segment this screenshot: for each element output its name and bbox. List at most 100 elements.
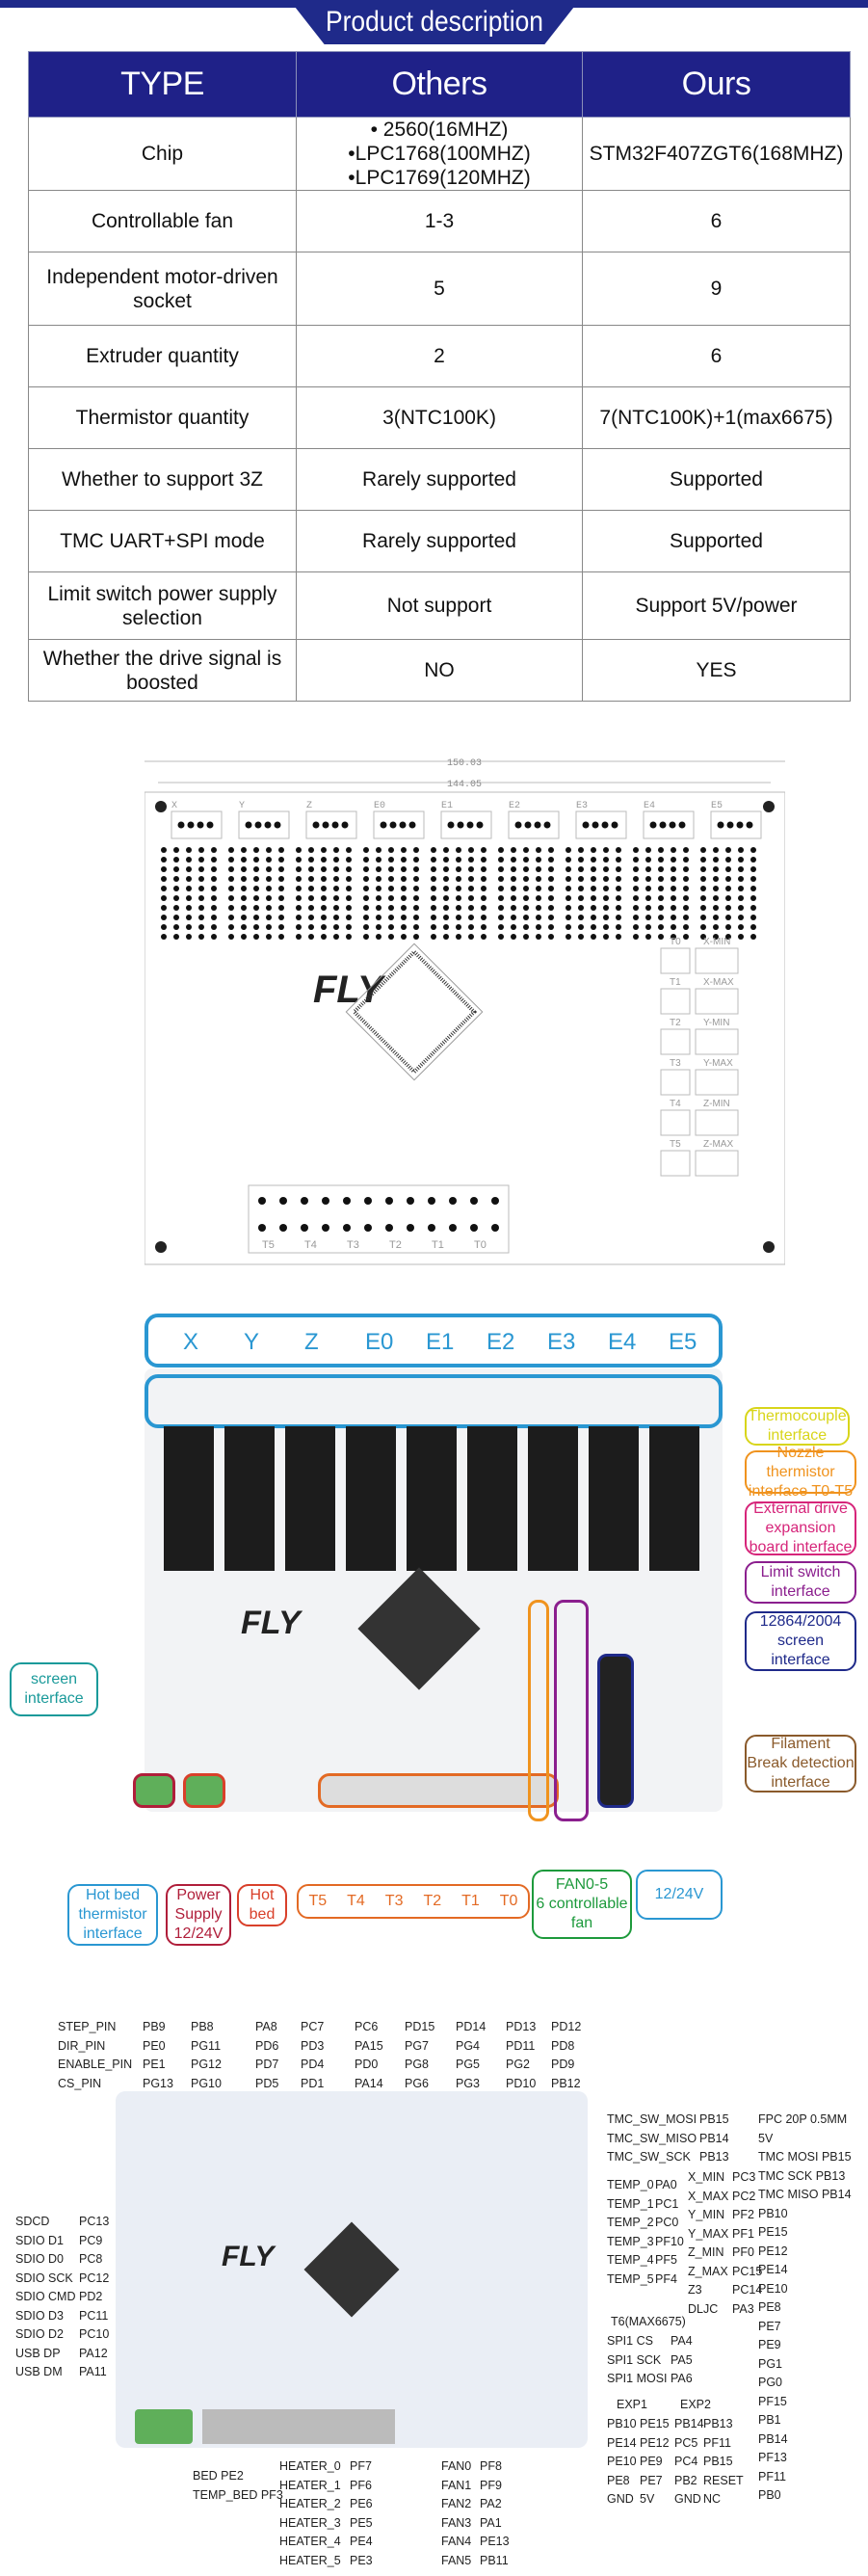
driver-pin xyxy=(603,934,609,940)
driver-pin xyxy=(633,847,639,853)
cell-ours: 9 xyxy=(582,252,851,326)
driver-pin xyxy=(401,934,407,940)
pin-cell: PC12 xyxy=(79,2271,110,2285)
cell-ours: 6 xyxy=(582,325,851,387)
driver-pin xyxy=(401,895,407,901)
heater-pin xyxy=(301,1197,308,1205)
pin-cell: PF5 xyxy=(655,2253,677,2267)
thermistor-label: T0 xyxy=(670,937,681,947)
callout-text: interface xyxy=(767,1427,828,1444)
pin-label: DIR_PIN xyxy=(58,2038,106,2053)
driver-pin xyxy=(228,866,234,872)
driver-pin xyxy=(228,934,234,940)
driver-pin xyxy=(578,915,584,920)
driver-pin xyxy=(346,847,352,853)
driver-pin xyxy=(578,847,584,853)
driver-pin xyxy=(173,857,179,863)
driver-pin xyxy=(413,866,419,872)
driver-pin xyxy=(431,934,436,940)
pin-cell: PD7 xyxy=(255,2058,279,2071)
driver-pin xyxy=(725,924,731,930)
driver-pin xyxy=(645,866,651,872)
driver-pin xyxy=(266,895,272,901)
driver-pin xyxy=(603,857,609,863)
drawing-axis-label: E4 xyxy=(644,801,655,811)
heater-pin xyxy=(428,1224,435,1232)
driver-pin xyxy=(413,905,419,911)
driver-pin xyxy=(278,876,284,882)
driver-pin xyxy=(566,866,571,872)
driver-pin xyxy=(468,895,474,901)
driver-pin xyxy=(333,847,339,853)
driver-pin xyxy=(363,924,369,930)
driver-pin xyxy=(333,886,339,891)
connector-pin xyxy=(669,821,676,829)
driver-pin xyxy=(536,847,541,853)
driver-pin xyxy=(548,876,554,882)
callout-text: Break detection xyxy=(747,1755,855,1771)
driver-pin xyxy=(616,857,621,863)
pin-cell: HEATER_3 xyxy=(279,2515,341,2530)
driver-pin xyxy=(198,924,204,930)
driver-pin xyxy=(603,924,609,930)
pin-cell: FAN5 xyxy=(441,2553,472,2567)
connector-pin xyxy=(245,821,252,829)
driver-pin xyxy=(241,866,247,872)
pin-cell: PC10 xyxy=(79,2327,110,2341)
pin-cell: TMC_SW_MISO xyxy=(607,2131,697,2145)
connector-pin xyxy=(659,821,667,829)
drawing-axis-label: E5 xyxy=(711,801,723,811)
driver-pin xyxy=(253,934,259,940)
driver-pin xyxy=(713,857,719,863)
driver-pin xyxy=(591,934,596,940)
driver-pin xyxy=(683,886,689,891)
driver-pin xyxy=(750,857,756,863)
driver-pin xyxy=(308,886,314,891)
driver-pin xyxy=(278,905,284,911)
thermistor-label: T1 xyxy=(670,977,681,988)
driver-pin xyxy=(603,915,609,920)
driver-pin xyxy=(198,886,204,891)
driver-pin xyxy=(468,857,474,863)
pinout-power-terminals xyxy=(135,2409,193,2444)
connector-pin xyxy=(322,821,329,829)
connector-pin xyxy=(274,821,281,829)
driver-pin xyxy=(186,895,192,901)
stepper-driver-socket xyxy=(407,1426,457,1571)
driver-pin xyxy=(186,876,192,882)
connector-pin xyxy=(524,821,532,829)
limit-connector xyxy=(695,947,739,974)
driver-pin xyxy=(725,866,731,872)
pin-cell: PA5 xyxy=(671,2352,693,2367)
others-line: Not support xyxy=(386,595,492,617)
driver-pin xyxy=(658,895,664,901)
pin-cell: PB0 xyxy=(758,2488,781,2502)
board-logo: FLY xyxy=(313,969,386,1011)
driver-pin xyxy=(431,915,436,920)
driver-pin xyxy=(346,915,352,920)
driver-pin xyxy=(253,895,259,901)
driver-pin xyxy=(401,876,407,882)
driver-pin xyxy=(536,924,541,930)
cell-others: 3(NTC100K) xyxy=(296,386,583,449)
pin-cell: PE10 xyxy=(607,2455,637,2468)
driver-pin xyxy=(683,876,689,882)
table-header-row: TYPE Others Ours xyxy=(28,51,851,118)
bed-terminal-highlight xyxy=(183,1773,225,1808)
driver-pin xyxy=(333,905,339,911)
pin-cell: SDIO D2 xyxy=(15,2327,65,2341)
driver-pin xyxy=(266,857,272,863)
driver-pin xyxy=(401,857,407,863)
driver-pin xyxy=(683,847,689,853)
driver-pin xyxy=(671,876,676,882)
driver-pin xyxy=(468,934,474,940)
thermistor-connector xyxy=(660,988,691,1015)
driver-pin xyxy=(333,866,339,872)
driver-pin xyxy=(511,886,516,891)
pin-cell: PE12 xyxy=(640,2435,670,2450)
driver-pin xyxy=(700,915,706,920)
connector-pin xyxy=(466,821,474,829)
